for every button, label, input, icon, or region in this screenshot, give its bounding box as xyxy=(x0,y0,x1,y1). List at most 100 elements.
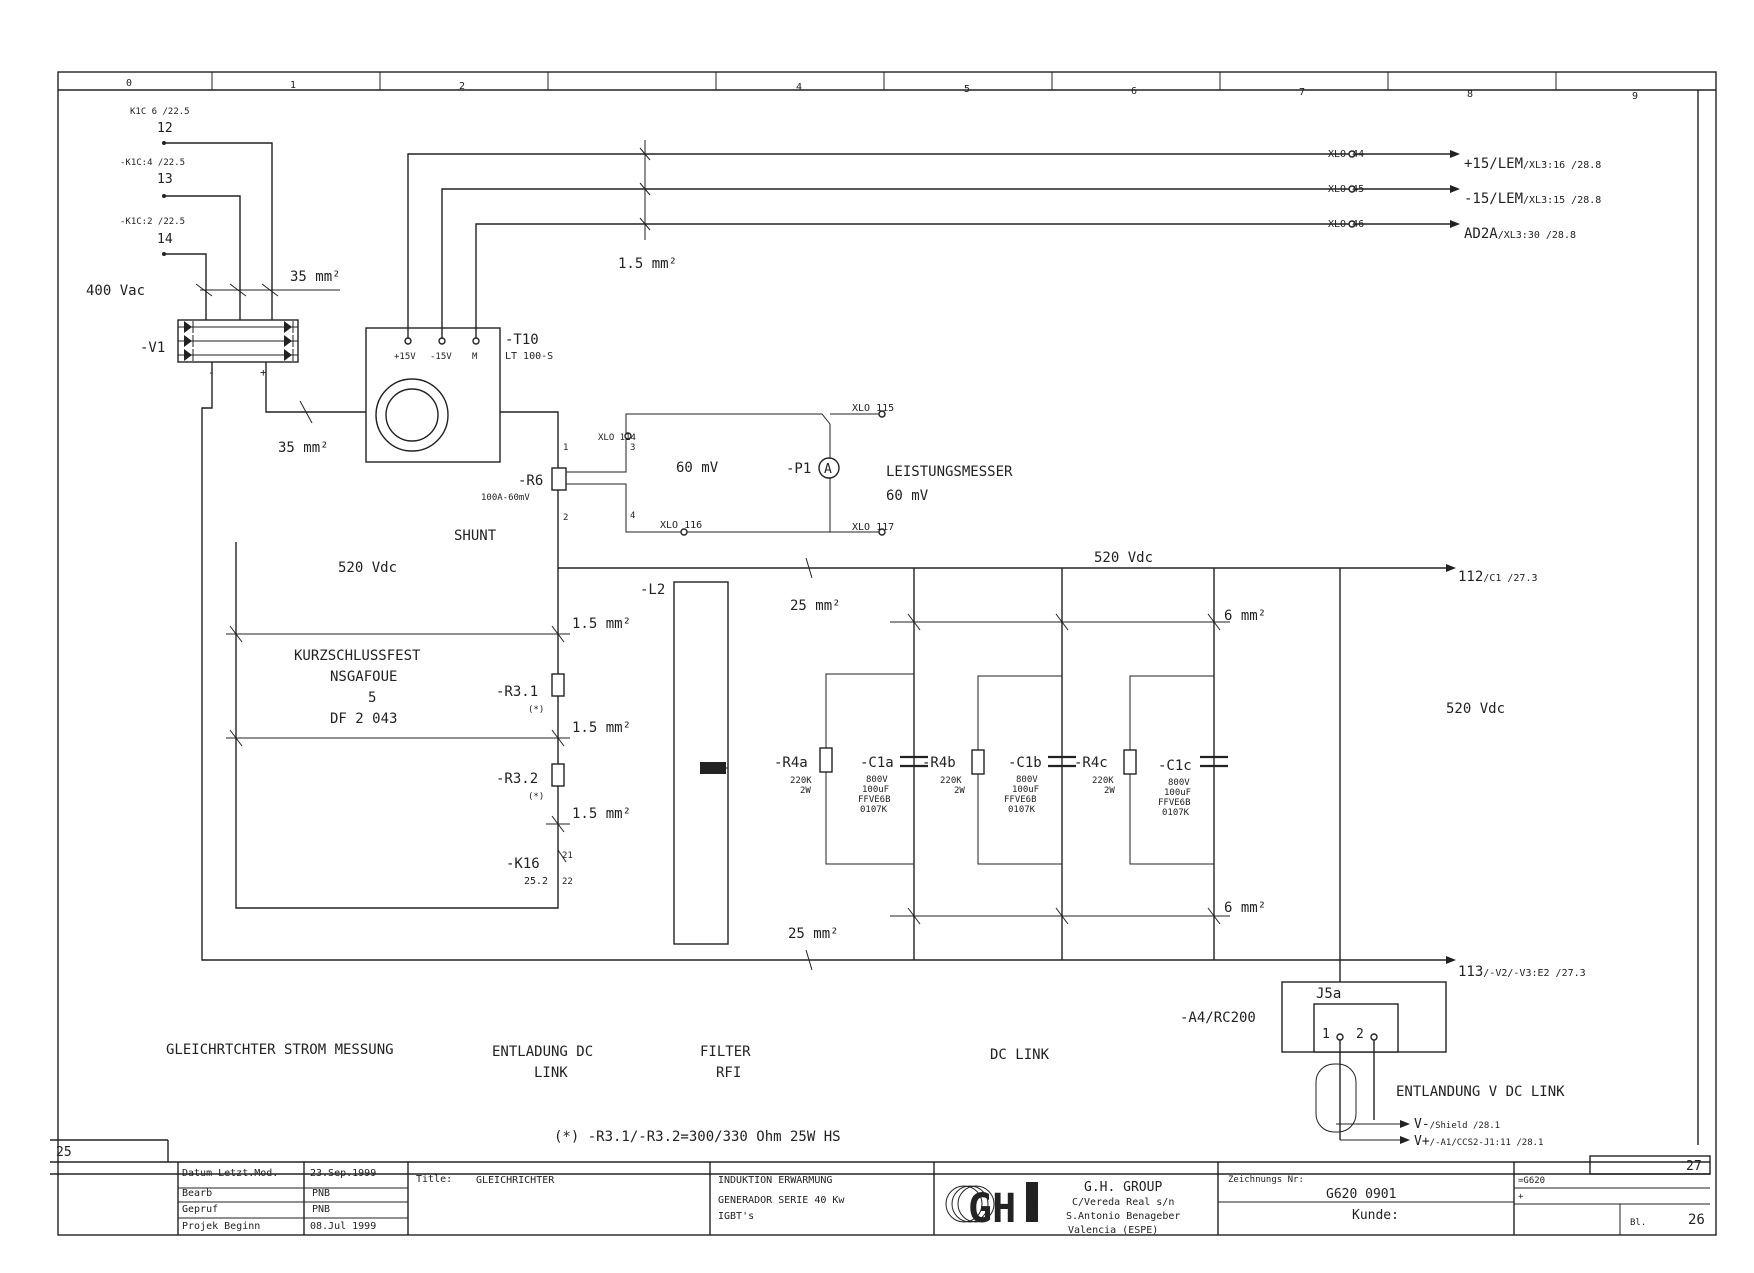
column-number: 5 xyxy=(964,84,970,95)
component-note: (*) xyxy=(528,705,544,715)
pin-number: 1 xyxy=(563,443,568,453)
field-label: Zeichnungs Nr: xyxy=(1228,1175,1304,1185)
transducer-box xyxy=(365,327,501,463)
field-value: 08.Jul 1999 xyxy=(310,1221,376,1232)
field-value: PNB xyxy=(312,1204,330,1215)
wire-size-label: 25 mm² xyxy=(788,926,839,942)
component-value: 800V xyxy=(1016,775,1038,785)
connector-title: ENTLANDUNG V DC LINK xyxy=(1396,1084,1565,1100)
component-label: -C1c xyxy=(1158,758,1192,774)
sheet-number: 26 xyxy=(1688,1212,1705,1228)
component-label: -P1 xyxy=(786,461,811,477)
arrow-icon xyxy=(1446,564,1456,572)
component-value: 800V xyxy=(1168,778,1190,788)
column-number: 9 xyxy=(1632,91,1638,102)
field-label: Bl. xyxy=(1630,1218,1646,1228)
company-address: S.Antonio Benageber xyxy=(1066,1211,1180,1222)
description-line: GENERADOR SERIE 40 Kw xyxy=(718,1195,845,1206)
component-value: 100uF xyxy=(1012,785,1039,795)
current-transducer-t10: +15V -15V M -T10 LT 100-S 1.5 mm² XLO 44… xyxy=(365,140,1601,463)
company-name: G.H. GROUP xyxy=(1084,1180,1162,1195)
column-number: 2 xyxy=(459,81,465,92)
component-value: 100uF xyxy=(1164,788,1191,798)
component-value: 0107K xyxy=(1162,808,1190,818)
wire-size-label: 1.5 mm² xyxy=(572,806,631,822)
terminal-label: XLO 114 xyxy=(598,433,636,443)
pin-number: 21 xyxy=(562,851,573,861)
column-number: 1 xyxy=(290,80,296,91)
section-label: DC LINK xyxy=(990,1047,1050,1063)
dc-voltage-label: 520 Vdc xyxy=(338,560,397,576)
shunt-measurement: -R6 100A-60mV SHUNT 1 2 3 4 XLO 114 XLO … xyxy=(454,403,1013,544)
wire-size-label: 1.5 mm² xyxy=(572,616,631,632)
svg-text:GH: GH xyxy=(968,1186,1016,1232)
component-value: 0107K xyxy=(1008,805,1036,815)
component-value: 220K xyxy=(940,776,962,786)
arrow-icon xyxy=(1446,956,1456,964)
arrow-icon xyxy=(1450,220,1460,228)
shunt-label: SHUNT xyxy=(454,528,497,544)
arrow-icon xyxy=(1450,185,1460,193)
pin-number: 22 xyxy=(562,877,573,887)
component-label: -C1b xyxy=(1008,755,1042,771)
section-labels: GLEICHRTCHTER STROM MESSUNG ENTLADUNG DC… xyxy=(166,1042,1050,1145)
svg-text:GROUP: GROUP xyxy=(1029,1195,1037,1216)
component-value: FFVE6B xyxy=(1004,795,1037,805)
wire-size-label: 25 mm² xyxy=(790,598,841,614)
field-label: Projek Beginn xyxy=(182,1221,260,1232)
component-value: 220K xyxy=(790,776,812,786)
terminal-label: XLO 46 xyxy=(1328,219,1364,230)
connector-block xyxy=(1313,1003,1399,1053)
arrow-icon xyxy=(1400,1136,1410,1144)
drawing-frame xyxy=(57,71,1717,1236)
pin-label: M xyxy=(472,352,478,362)
signal-label: 60 mV xyxy=(676,460,719,476)
dc-voltage-label: 520 Vdc xyxy=(1094,550,1153,566)
dc-output-label: 112/C1 /27.3 xyxy=(1458,569,1537,585)
drawing-number: G620 0901 xyxy=(1326,1187,1396,1202)
resistor-r32 xyxy=(551,763,565,787)
board-name: -A4/RC200 xyxy=(1180,1010,1256,1026)
input-number: 12 xyxy=(157,121,173,136)
component-value: FFVE6B xyxy=(858,795,891,805)
component-value: 2W xyxy=(800,786,811,796)
component-label: -R6 xyxy=(518,473,543,489)
signal-label: AD2A/XL3:30 /28.8 xyxy=(1464,226,1576,242)
shunt-r6 xyxy=(551,467,567,491)
pin-number: 2 xyxy=(563,513,568,523)
terminal-label: XLO 115 xyxy=(852,403,894,414)
transducer-type: LT 100-S xyxy=(505,351,553,362)
company-address: C/Vereda Real s/n xyxy=(1072,1197,1174,1208)
component-value: 2W xyxy=(954,786,965,796)
terminal-label: XLO 116 xyxy=(660,520,702,531)
wire-size-label: 1.5 mm² xyxy=(618,256,677,272)
signal-label: V-/Shield /28.1 xyxy=(1414,1117,1500,1132)
rfi-filter: -L2 xyxy=(640,581,729,945)
wire-size-label: 35 mm² xyxy=(278,440,329,456)
section-label: ENTLADUNG DC xyxy=(492,1044,593,1060)
signal-label: -15/LEM/XL3:15 /28.8 xyxy=(1464,191,1601,207)
meter-range: 60 mV xyxy=(886,488,929,504)
field-value: 23.Sep.1999 xyxy=(310,1168,376,1179)
terminal-label: XLO 45 xyxy=(1328,184,1364,195)
input-number: 14 xyxy=(157,232,173,247)
input-ref: -K1C:2 /22.5 xyxy=(120,217,185,227)
diode-icon xyxy=(184,321,294,361)
fuse-note: 5 xyxy=(368,690,376,706)
component-label: -R4a xyxy=(774,755,808,771)
meter-name: LEISTUNGSMESSER xyxy=(886,464,1013,480)
input-number: 13 xyxy=(157,172,173,187)
pin-number: 4 xyxy=(630,511,635,521)
signal-label: V+/-A1/CCS2-J1:11 /28.1 xyxy=(1414,1134,1543,1149)
field-value: =G620 xyxy=(1518,1176,1545,1186)
description-line: INDUKTION ERWARMUNG xyxy=(718,1175,832,1186)
terminal-label: XLO 44 xyxy=(1328,149,1364,160)
component-value: 220K xyxy=(1092,776,1114,786)
ac-inputs: K1C 6 /22.5 12 -K1C:4 /22.5 13 -K1C:2 /2… xyxy=(86,107,341,379)
company-address: Valencia (ESPE) xyxy=(1068,1225,1158,1236)
terminal-label: XLO 117 xyxy=(852,522,894,533)
wire-size-label: 6 mm² xyxy=(1224,608,1266,624)
pin-number: 1 xyxy=(1322,1027,1330,1042)
dc-voltage-label: 520 Vdc xyxy=(1446,701,1505,717)
component-value: 0107K xyxy=(860,805,888,815)
